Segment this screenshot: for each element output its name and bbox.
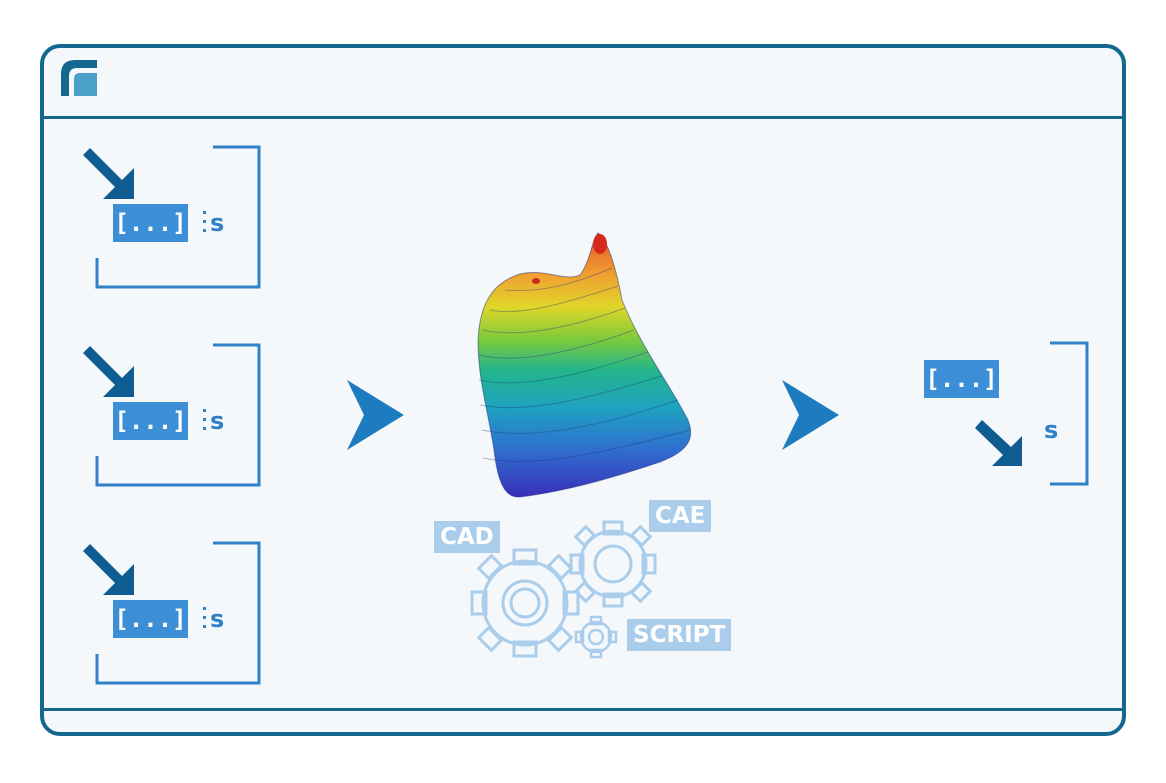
- cae-label: CAE: [649, 500, 712, 532]
- input-bracket: [95, 145, 261, 289]
- status-bar: [44, 708, 1122, 732]
- input-list-tag: [...]: [113, 600, 188, 638]
- peak-marker: [593, 234, 607, 254]
- colon-icon: [203, 409, 206, 430]
- script-label: SCRIPT: [627, 619, 732, 651]
- flow-arrow-icon: [347, 380, 404, 450]
- surface-plot: [477, 232, 692, 498]
- arrow-out-icon: [975, 420, 1022, 466]
- gears-icon: [470, 520, 657, 659]
- input-block-2: [83, 343, 261, 487]
- peak-marker: [532, 278, 540, 284]
- arrow-in-icon: [83, 148, 134, 199]
- input-variable-label: s: [210, 209, 225, 237]
- input-bracket: [95, 541, 261, 685]
- medium-gear-icon: [569, 520, 657, 608]
- cad-label: CAD: [434, 521, 500, 553]
- output-block: [975, 341, 1089, 486]
- colon-icon: [203, 211, 206, 232]
- arrow-in-icon: [83, 346, 134, 397]
- input-variable-label: s: [210, 605, 225, 633]
- arrow-in-icon: [83, 544, 134, 595]
- input-list-tag: [...]: [113, 402, 188, 440]
- app-logo-icon: [61, 60, 97, 96]
- input-list-tag: [...]: [113, 204, 188, 242]
- output-variable-label: s: [1044, 416, 1059, 444]
- input-block-3: [83, 541, 261, 685]
- input-variable-label: s: [210, 407, 225, 435]
- surface-shape: [478, 233, 691, 498]
- colon-icon: [203, 607, 206, 628]
- large-gear-icon: [470, 548, 580, 658]
- input-bracket: [95, 343, 261, 487]
- small-gear-icon: [574, 615, 618, 659]
- input-block-1: [83, 145, 261, 289]
- contour-lines: [478, 267, 691, 462]
- output-bracket: [1050, 341, 1089, 486]
- output-list-tag: [...]: [924, 360, 999, 398]
- flow-arrow-icon: [782, 380, 839, 450]
- title-bar: [44, 48, 1122, 119]
